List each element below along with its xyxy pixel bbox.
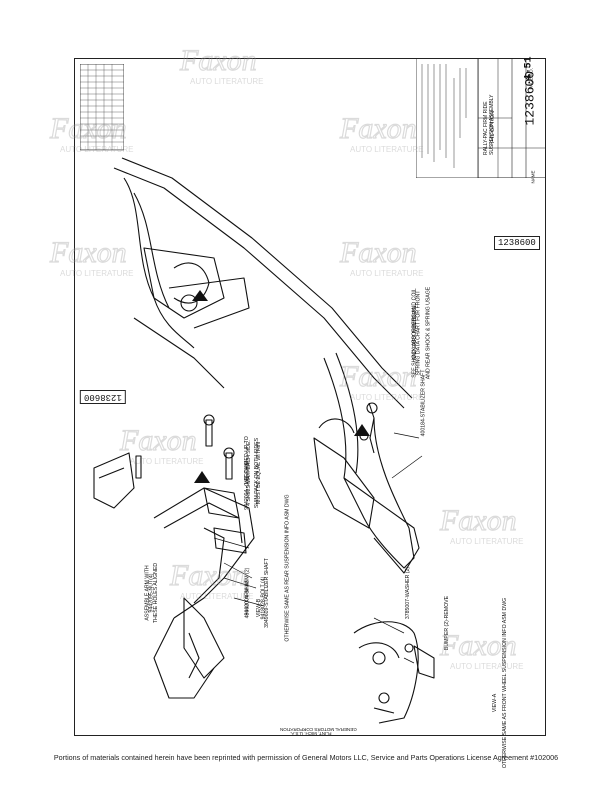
callout-washer-5: ONE SHIM. [244,459,251,487]
drawing-sheet-border [74,58,546,736]
callout-otherwise-front: OTHERWISE SAME AS FRONT WHEEL SUSPENSION… [502,597,509,769]
callout-otherwise-rear: OTHERWISE SAME AS REAR SUSPENSION INFO A… [284,494,291,642]
callout-stab-shaft-right: 400184-STABILIZER SHAFT [420,369,427,437]
callout-washer-part: 3785007-WASHER (2) [405,566,412,620]
drawing-number-box-right: 1238600 [494,236,540,250]
suspension-diagram [93,157,435,724]
callout-bumper: BUMPER (2)-REMOVE [444,595,451,651]
callout-shock-4: AND PART NUMBERS. [412,305,419,361]
title-block [478,58,546,178]
gm-credit-2: FLINT, MICH. U.S.A. [290,731,332,736]
revision-grid [80,64,124,150]
callout-washer-4: MUST BE EQUAL WITHIN [255,442,262,504]
license-footer: Portions of materials contained herein h… [53,753,559,762]
callout-shock-3: AND REAR SHOCK & SPRING USAGE [425,286,432,380]
callout-view-b: VIEW-B [256,598,263,618]
callout-assembly-3: 9442095-NUT(4) [148,573,155,613]
callout-shim: 9442004-SHIM [244,580,251,616]
notes-block [416,58,478,178]
callout-view-a: VIEW-A [492,693,499,713]
